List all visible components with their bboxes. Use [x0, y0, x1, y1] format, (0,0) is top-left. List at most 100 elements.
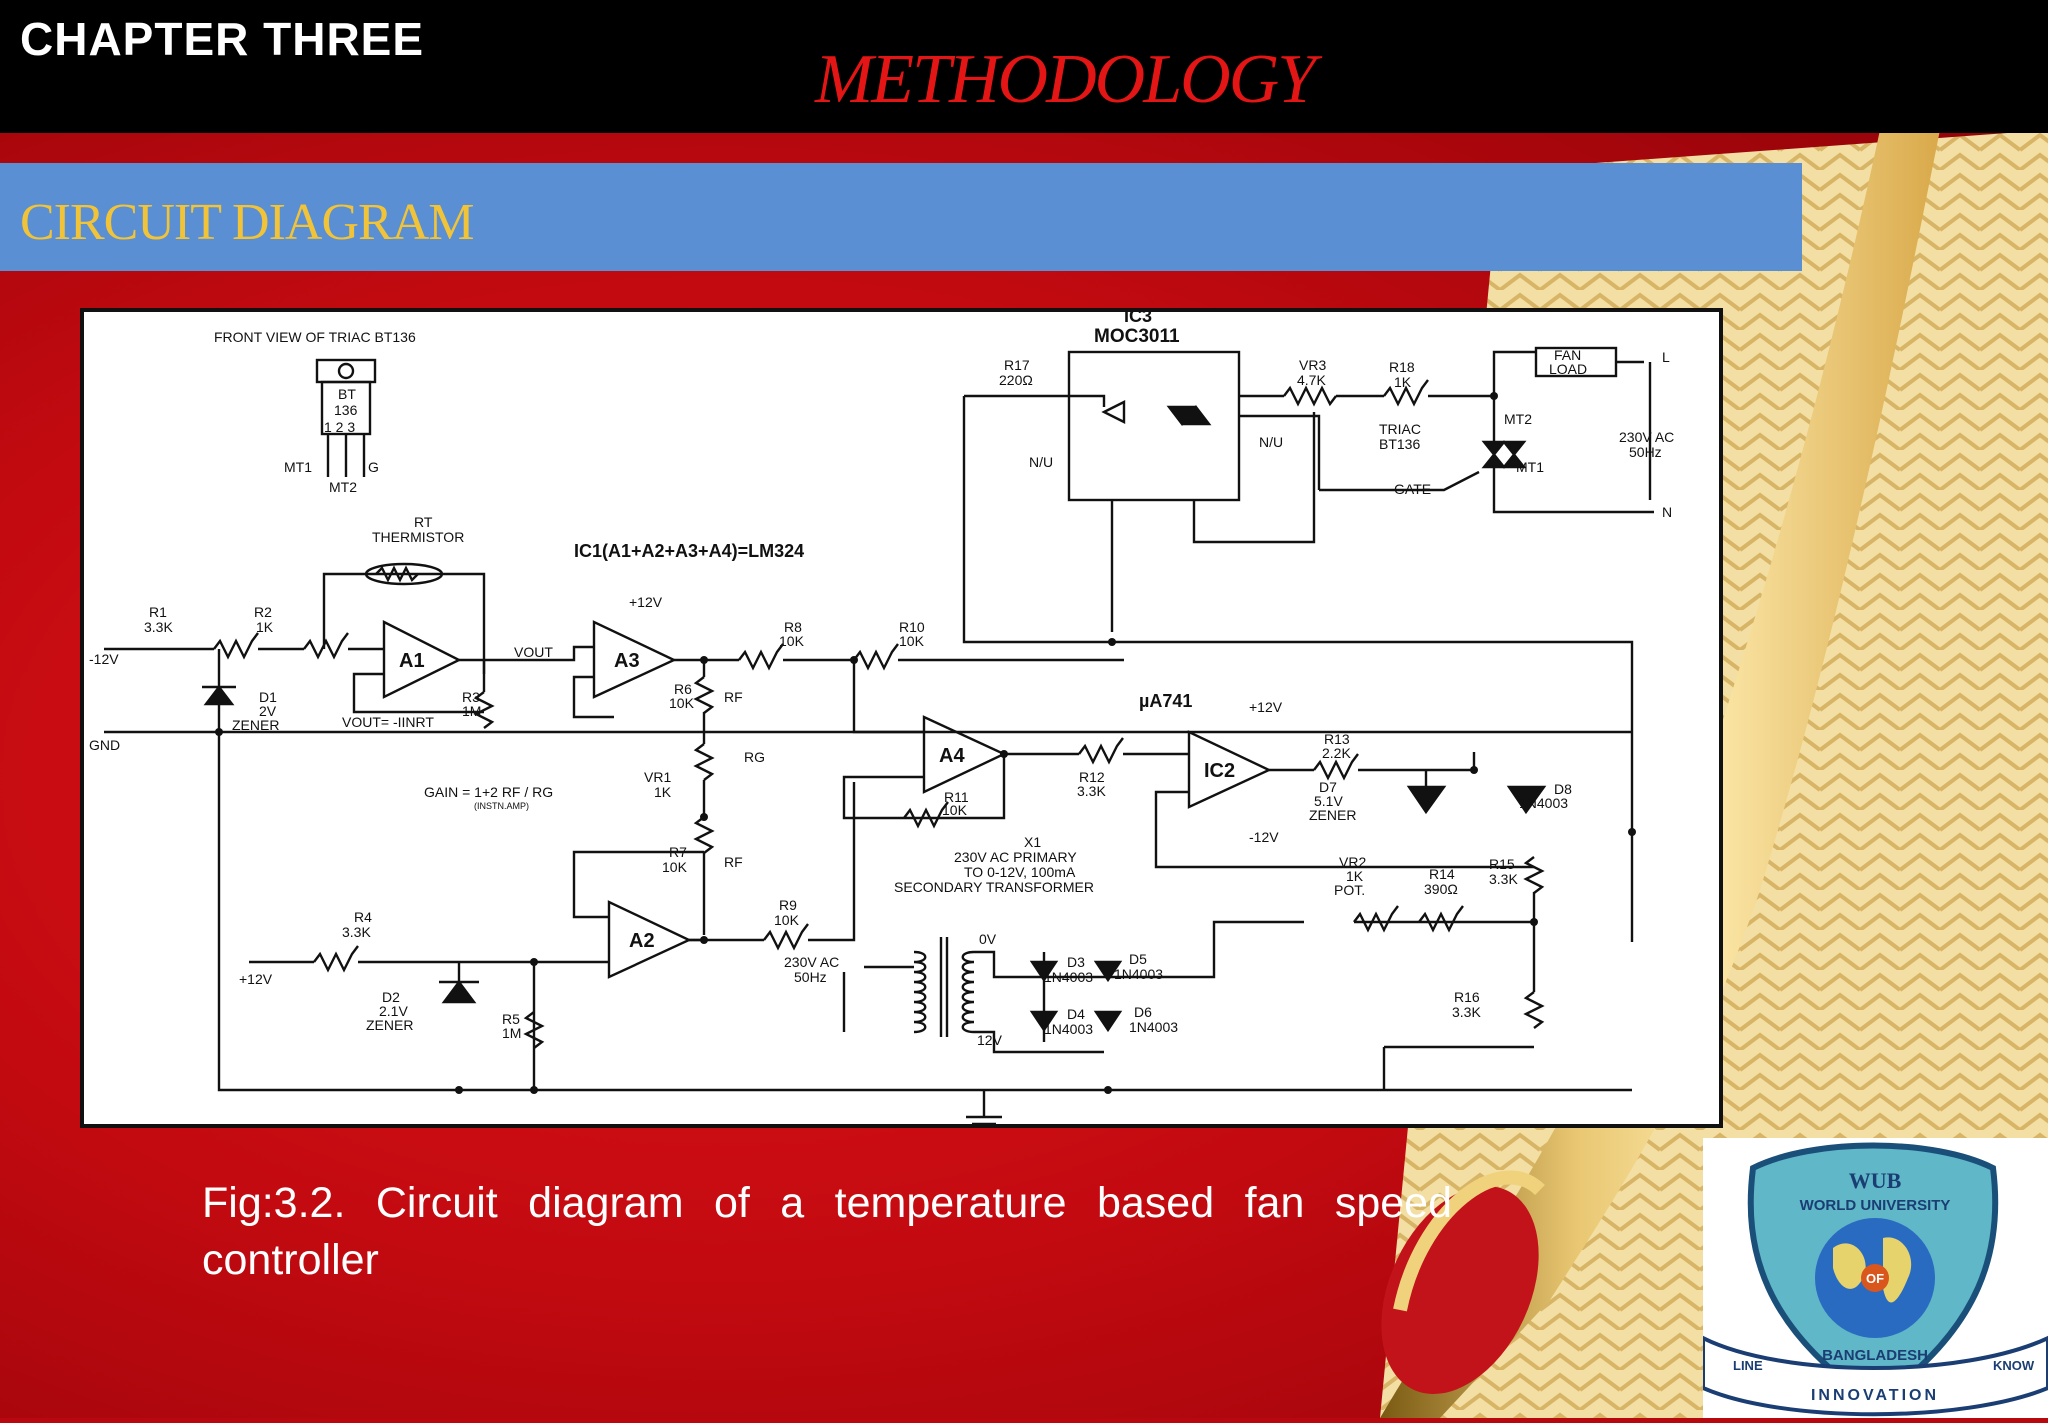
fan-label: FAN [1554, 347, 1581, 363]
l-label: L [1662, 349, 1670, 365]
vout-formula: VOUT= -IINRT [342, 714, 434, 730]
r15-value: 3.3K [1489, 871, 1518, 887]
logo-arc-text: WORLD UNIVERSITY [1800, 1197, 1951, 1214]
r4-value: 3.3K [342, 924, 371, 940]
rg-label: RG [744, 749, 765, 765]
a1-label: A1 [399, 650, 425, 672]
logo-ribbon-right: KNOW [1993, 1358, 2035, 1373]
r18-value: 1K [1394, 374, 1412, 390]
d5-value: 1N4003 [1114, 966, 1163, 982]
gnd-label: GND [89, 737, 120, 753]
gain-formula: GAIN = 1+2 RF / RG [424, 784, 553, 800]
gain-note: (INSTN.AMP) [474, 801, 529, 811]
gate-label: GATE [1394, 481, 1431, 497]
ac2-2: 50Hz [794, 969, 827, 985]
r12-label: R12 [1079, 769, 1105, 785]
page-title: METHODOLOGY [815, 41, 1316, 118]
r2-label: R2 [254, 604, 272, 620]
vout-label: VOUT [514, 644, 553, 660]
d6-value: 1N4003 [1129, 1019, 1178, 1035]
r9-value: 10K [774, 912, 800, 928]
r5-value: 1M [502, 1025, 521, 1041]
neg12-label: -12V [89, 651, 119, 667]
x1-line1: 230V AC PRIMARY [954, 849, 1077, 865]
ac2-1: 230V AC [784, 954, 839, 970]
logo-ribbon-left: LINE [1733, 1358, 1763, 1373]
vr1-label: VR1 [644, 769, 671, 785]
r7-label: R7 [669, 844, 687, 860]
d1-label: D1 [259, 689, 277, 705]
r17-label: R17 [1004, 357, 1030, 373]
triac-pins: 1 2 3 [324, 419, 355, 435]
r1-label: R1 [149, 604, 167, 620]
ov-label: 0V [979, 931, 997, 947]
d3-label: D3 [1067, 954, 1085, 970]
d8-label: D8 [1554, 781, 1572, 797]
chapter-label: CHAPTER THREE [20, 13, 425, 65]
nu-left: N/U [1029, 454, 1053, 470]
d2-zener: ZENER [366, 1017, 413, 1033]
v12-label: 12V [977, 1032, 1003, 1048]
d2-volt: 2.1V [379, 1003, 408, 1019]
vr3-value: 4.7K [1297, 372, 1326, 388]
figure-caption: Fig:3.2. Circuit diagram of a temperatur… [202, 1179, 1452, 1284]
r4-label: R4 [354, 909, 372, 925]
r13-value: 2.2K [1322, 745, 1351, 761]
ac-in-2: 50Hz [1629, 444, 1662, 460]
d2-label: D2 [382, 989, 400, 1005]
n-label: N [1662, 504, 1672, 520]
a3-label: A3 [614, 650, 640, 672]
d5-label: D5 [1129, 951, 1147, 967]
d6-label: D6 [1134, 1004, 1152, 1020]
ac-in-1: 230V AC [1619, 429, 1674, 445]
vr3-label: VR3 [1299, 357, 1326, 373]
r18-label: R18 [1389, 359, 1415, 375]
r8-label: R8 [784, 619, 802, 635]
triac-title: FRONT VIEW OF TRIAC BT136 [214, 329, 416, 345]
rt-thermistor: THERMISTOR [372, 529, 464, 545]
r16-label: R16 [1454, 989, 1480, 1005]
d4-label: D4 [1067, 1006, 1085, 1022]
ic1-label: IC1(A1+A2+A3+A4)=LM324 [574, 541, 804, 561]
triac-mt1: MT1 [284, 459, 312, 475]
r13-label: R13 [1324, 731, 1350, 747]
r14-label: R14 [1429, 866, 1455, 882]
d1-volt: 2V [259, 703, 277, 719]
rf2-label: RF [724, 854, 743, 870]
triac-body-2: 136 [334, 402, 358, 418]
x1-line3: SECONDARY TRANSFORMER [894, 879, 1094, 895]
logo-ribbon-text: INNOVATION [1811, 1387, 1939, 1404]
rf-label: RF [724, 689, 743, 705]
triac-g: G [368, 459, 379, 475]
r9-label: R9 [779, 897, 797, 913]
r5-label: R5 [502, 1011, 520, 1027]
vr2-pot: POT. [1334, 882, 1365, 898]
r10-value: 10K [899, 633, 925, 649]
d3-value: 1N4003 [1044, 969, 1093, 985]
d7-volt: 5.1V [1314, 793, 1343, 809]
circuit-diagram-frame: FRONT VIEW OF TRIAC BT136 BT 136 1 2 3 M… [80, 308, 1723, 1128]
r16-value: 3.3K [1452, 1004, 1481, 1020]
logo-center-text: OF [1866, 1271, 1884, 1286]
triac-name-2: BT136 [1379, 436, 1420, 452]
triac-name-1: TRIAC [1379, 421, 1421, 437]
rt-label: RT [414, 514, 433, 530]
r3-value: 1M [462, 703, 481, 719]
d7-label: D7 [1319, 779, 1337, 795]
r8-value: 10K [779, 633, 805, 649]
d1-zener: ZENER [232, 717, 279, 733]
plus12-ic2: +12V [1249, 699, 1283, 715]
triac-mt2: MT2 [329, 479, 357, 495]
moc-label: MOC3011 [1094, 326, 1180, 347]
vr2-value: 1K [1346, 868, 1364, 884]
r17-value: 220Ω [999, 372, 1033, 388]
r11-label: R11 [944, 789, 969, 805]
logo-top-text: WUB [1849, 1168, 1902, 1193]
section-banner: CIRCUIT DIAGRAM [0, 163, 1802, 271]
vr1-value: 1K [654, 784, 672, 800]
r1-value: 3.3K [144, 619, 173, 635]
university-logo: OF WUB WORLD UNIVERSITY BANGLADESH INNOV… [1701, 1138, 2048, 1418]
section-title: CIRCUIT DIAGRAM [20, 194, 475, 251]
wub-emblem: OF WUB WORLD UNIVERSITY BANGLADESH INNOV… [1701, 1142, 2048, 1417]
plus12-r4: +12V [239, 971, 273, 987]
